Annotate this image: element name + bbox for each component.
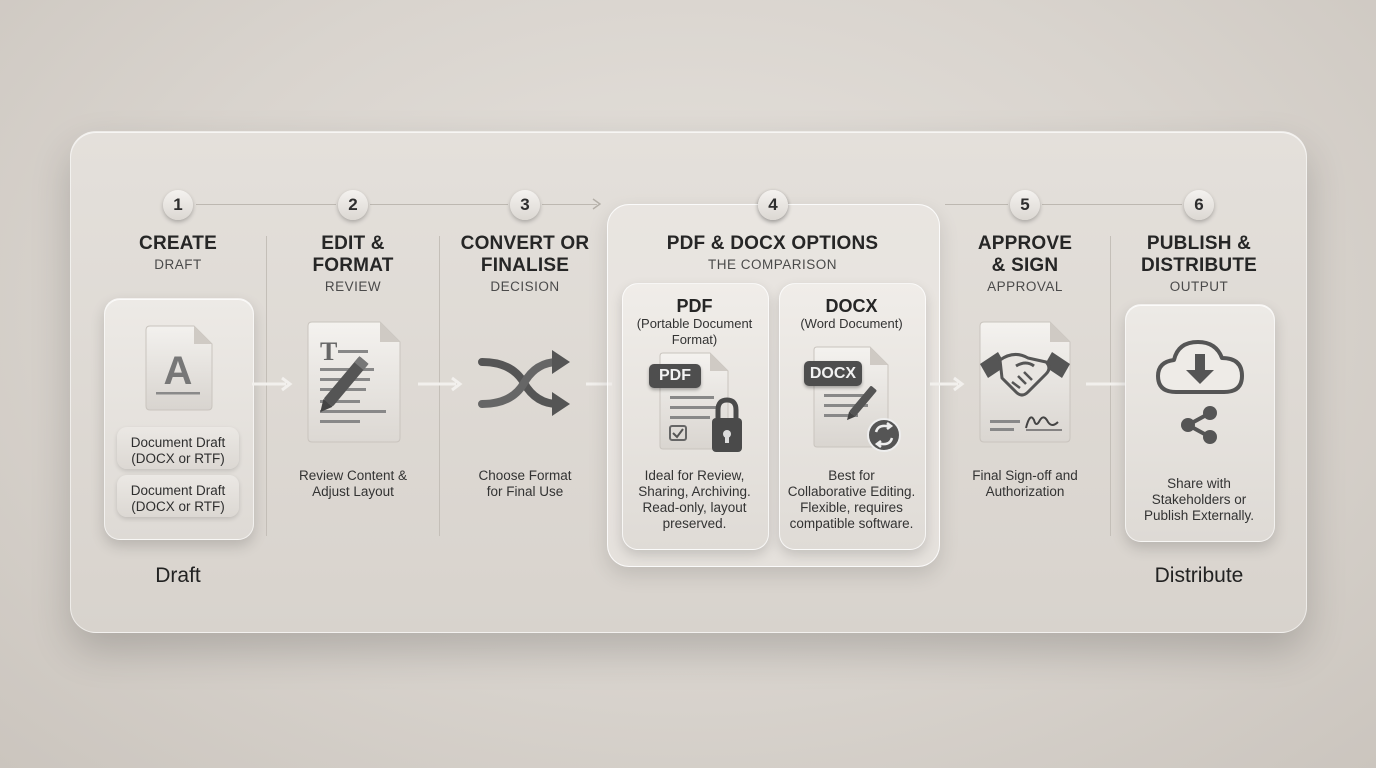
timeline-connector: [945, 204, 1008, 205]
timeline-arrowhead: [592, 198, 602, 210]
svg-text:T: T: [320, 337, 337, 366]
option-description: Ideal for Review, Sharing, Archiving. Re…: [638, 468, 751, 531]
step-description: Share with Stakeholders or Publish Exter…: [1143, 476, 1255, 523]
stage-label-distribute: Distribute: [1154, 564, 1244, 587]
step-title-line: FORMAT: [312, 255, 394, 276]
pdf-badge: PDF: [649, 364, 701, 388]
step-title: CONVERT OR FINALISE: [445, 233, 605, 277]
step-number: 3: [510, 190, 540, 220]
step-title-line: PUBLISH &: [1146, 233, 1252, 254]
step-number: 4: [758, 190, 788, 220]
step-subtitle: OUTPUT: [1169, 279, 1229, 294]
font-document-icon: A: [142, 324, 214, 412]
step-subtitle: REVIEW: [324, 279, 382, 294]
step-subtitle: THE COMPARISON: [707, 257, 837, 272]
column-divider: [1110, 236, 1111, 536]
step-subtitle: DECISION: [490, 279, 560, 294]
timeline-connector: [1042, 204, 1182, 205]
step-number: 1: [163, 190, 193, 220]
draft-item: Document Draft (DOCX or RTF): [117, 475, 239, 517]
step-subtitle: DRAFT: [154, 257, 202, 272]
step-description: Review Content & Adjust Layout: [298, 468, 408, 499]
step-description: Final Sign-off and Authorization: [972, 468, 1078, 499]
step-subtitle: APPROVAL: [987, 279, 1063, 294]
share-icon: [1178, 403, 1222, 447]
step-title-line: APPROVE: [977, 233, 1073, 254]
timeline-connector: [196, 204, 336, 205]
cloud-download-icon: [1154, 336, 1246, 398]
step-number: 5: [1010, 190, 1040, 220]
step-title: EDIT & FORMAT: [273, 233, 433, 277]
step-title-line: CONVERT OR: [460, 233, 590, 254]
option-name: DOCX: [825, 296, 878, 316]
option-full-name: (Word Document): [800, 316, 903, 331]
flow-arrow: [418, 376, 463, 392]
step-title-line: FINALISE: [480, 255, 570, 276]
step-title-line: CREATE: [139, 233, 217, 254]
step-title-line: DISTRIBUTE: [1141, 255, 1257, 276]
step-title: PDF & DOCX OPTIONS: [607, 233, 938, 255]
draft-item-text: Document Draft (DOCX or RTF): [130, 483, 226, 514]
option-full-name: (Portable Document Format): [636, 316, 753, 347]
draft-item: Document Draft (DOCX or RTF): [117, 427, 239, 469]
step-title-line: PDF & DOCX OPTIONS: [666, 233, 879, 254]
step-title: APPROVE & SIGN: [945, 233, 1105, 277]
docx-badge: DOCX: [804, 361, 862, 386]
step-title: PUBLISH & DISTRIBUTE: [1119, 233, 1279, 277]
step-number: 6: [1184, 190, 1214, 220]
option-name: PDF: [676, 296, 713, 316]
handshake-signature-icon: [976, 320, 1074, 444]
edit-document-icon: T: [304, 320, 408, 444]
timeline-connector: [370, 204, 508, 205]
flow-arrow: [252, 376, 293, 392]
draft-item-text: Document Draft (DOCX or RTF): [130, 435, 226, 466]
docx-sync-icon: [804, 346, 904, 452]
timeline-connector: [542, 204, 597, 205]
shuffle-arrows-icon: [478, 346, 572, 420]
column-divider: [266, 236, 267, 536]
flow-arrow: [930, 376, 965, 392]
column-divider: [439, 236, 440, 536]
step-title: CREATE: [98, 233, 258, 255]
step-title-line: & SIGN: [991, 255, 1059, 276]
option-description: Best for Collaborative Editing. Flexible…: [787, 468, 916, 531]
svg-text:A: A: [164, 349, 193, 393]
step-number: 2: [338, 190, 368, 220]
step-description: Choose Format for Final Use: [478, 468, 572, 499]
stage-label-draft: Draft: [155, 564, 201, 587]
step-title-line: EDIT &: [321, 233, 385, 254]
